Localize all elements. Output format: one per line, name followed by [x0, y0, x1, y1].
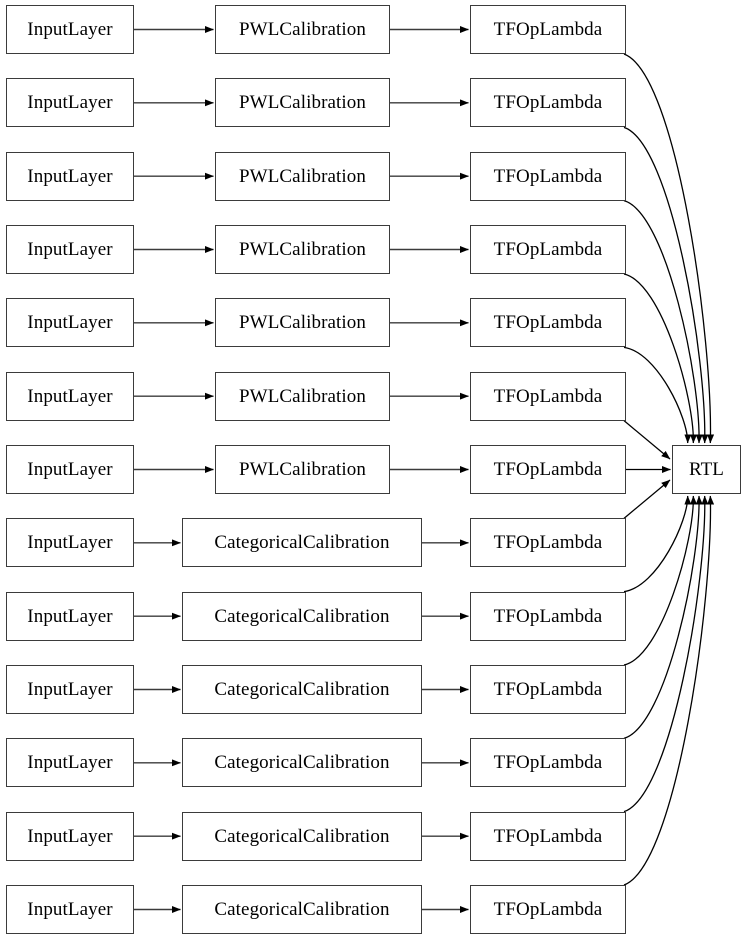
input-layer-node-label: InputLayer	[27, 92, 113, 114]
tf-op-lambda-node-label: TFOpLambda	[493, 605, 603, 627]
pwl-calibration-node-label: PWLCalibration	[239, 92, 366, 114]
categorical-calibration-node-label: CategoricalCalibration	[214, 899, 390, 920]
pwl-calibration-node-label: PWLCalibration	[239, 385, 366, 407]
pwl-calibration-node-label: PWLCalibration	[239, 312, 366, 334]
tf-op-lambda-node[interactable]: TFOpLambda	[470, 225, 626, 274]
input-layer-node-label: InputLayer	[27, 19, 113, 40]
input-layer-node[interactable]: InputLayer	[6, 78, 134, 128]
pwl-calibration-node[interactable]: PWLCalibration	[215, 225, 390, 274]
categorical-calibration-node[interactable]: CategoricalCalibration	[182, 885, 422, 934]
pwl-calibration-node[interactable]: PWLCalibration	[215, 151, 390, 201]
tf-op-lambda-node-label: TFOpLambda	[493, 312, 603, 334]
categorical-calibration-node-label: CategoricalCalibration	[214, 752, 390, 774]
categorical-calibration-node-label: CategoricalCalibration	[214, 605, 390, 627]
tf-op-lambda-node[interactable]: TFOpLambda	[470, 885, 626, 934]
pwl-calibration-node[interactable]: PWLCalibration	[215, 298, 390, 348]
categorical-calibration-node[interactable]: CategoricalCalibration	[182, 518, 422, 568]
tf-op-lambda-node-label: TFOpLambda	[493, 825, 603, 847]
edge-lambda-to-rtl	[623, 495, 698, 666]
categorical-calibration-node[interactable]: CategoricalCalibration	[182, 665, 422, 714]
tf-op-lambda-node[interactable]: TFOpLambda	[470, 665, 626, 714]
tf-op-lambda-node[interactable]: TFOpLambda	[470, 298, 626, 348]
edge-lambda-to-rtl	[623, 495, 709, 813]
tf-op-lambda-node[interactable]: TFOpLambda	[470, 445, 626, 494]
edge-lambda-to-rtl	[623, 420, 671, 460]
tf-op-lambda-node-label: TFOpLambda	[493, 385, 603, 407]
input-layer-node[interactable]: InputLayer	[6, 371, 134, 421]
input-layer-node[interactable]: InputLayer	[6, 591, 134, 641]
categorical-calibration-node-label: CategoricalCalibration	[214, 532, 390, 554]
edge-lambda-to-rtl	[623, 200, 703, 444]
pwl-calibration-node-label: PWLCalibration	[239, 165, 366, 187]
edge-lambda-to-rtl	[623, 126, 709, 444]
input-layer-node-label: InputLayer	[27, 605, 113, 627]
tf-op-lambda-node-label: TFOpLambda	[493, 459, 603, 480]
categorical-calibration-node[interactable]: CategoricalCalibration	[182, 738, 422, 788]
input-layer-node[interactable]: InputLayer	[6, 738, 134, 788]
tf-op-lambda-node[interactable]: TFOpLambda	[470, 78, 626, 128]
input-layer-node[interactable]: InputLayer	[6, 811, 134, 861]
input-layer-node-label: InputLayer	[27, 239, 113, 260]
rtl-node-label: RTL	[688, 459, 725, 480]
tf-op-lambda-node[interactable]: TFOpLambda	[470, 371, 626, 421]
tf-op-lambda-node-label: TFOpLambda	[493, 899, 603, 920]
categorical-calibration-node-label: CategoricalCalibration	[214, 825, 390, 847]
pwl-calibration-node-label: PWLCalibration	[239, 19, 366, 40]
tf-op-lambda-node-label: TFOpLambda	[493, 532, 603, 554]
categorical-calibration-node-label: CategoricalCalibration	[214, 679, 390, 700]
tf-op-lambda-node-label: TFOpLambda	[493, 19, 603, 40]
input-layer-node[interactable]: InputLayer	[6, 445, 134, 494]
input-layer-node-label: InputLayer	[27, 312, 113, 334]
input-layer-node[interactable]: InputLayer	[6, 885, 134, 934]
edge-lambda-to-rtl	[623, 273, 698, 444]
edge-lambda-to-rtl	[623, 479, 671, 519]
input-layer-node-label: InputLayer	[27, 825, 113, 847]
input-layer-node[interactable]: InputLayer	[6, 518, 134, 568]
tf-op-lambda-node-label: TFOpLambda	[493, 752, 603, 774]
categorical-calibration-node[interactable]: CategoricalCalibration	[182, 591, 422, 641]
input-layer-node-label: InputLayer	[27, 899, 113, 920]
input-layer-node[interactable]: InputLayer	[6, 5, 134, 54]
pwl-calibration-node[interactable]: PWLCalibration	[215, 445, 390, 494]
input-layer-node[interactable]: InputLayer	[6, 151, 134, 201]
pwl-calibration-node[interactable]: PWLCalibration	[215, 371, 390, 421]
pwl-calibration-node[interactable]: PWLCalibration	[215, 5, 390, 54]
tf-op-lambda-node[interactable]: TFOpLambda	[470, 151, 626, 201]
input-layer-node-label: InputLayer	[27, 459, 113, 480]
input-layer-node-label: InputLayer	[27, 385, 113, 407]
rtl-node[interactable]: RTL	[672, 445, 741, 494]
input-layer-node[interactable]: InputLayer	[6, 665, 134, 714]
tf-op-lambda-node[interactable]: TFOpLambda	[470, 738, 626, 788]
pwl-calibration-node[interactable]: PWLCalibration	[215, 78, 390, 128]
tf-op-lambda-node-label: TFOpLambda	[493, 239, 603, 260]
input-layer-node[interactable]: InputLayer	[6, 225, 134, 274]
tf-op-lambda-node-label: TFOpLambda	[493, 679, 603, 700]
pwl-calibration-node-label: PWLCalibration	[239, 459, 366, 480]
edge-lambda-to-rtl	[623, 495, 715, 886]
input-layer-node-label: InputLayer	[27, 165, 113, 187]
input-layer-node-label: InputLayer	[27, 532, 113, 554]
tf-op-lambda-node[interactable]: TFOpLambda	[470, 811, 626, 861]
input-layer-node[interactable]: InputLayer	[6, 298, 134, 348]
tf-op-lambda-node[interactable]: TFOpLambda	[470, 518, 626, 568]
pwl-calibration-node-label: PWLCalibration	[239, 239, 366, 260]
tf-op-lambda-node[interactable]: TFOpLambda	[470, 5, 626, 54]
tf-op-lambda-node-label: TFOpLambda	[493, 165, 603, 187]
edge-lambda-to-rtl	[623, 53, 715, 444]
tf-op-lambda-node-label: TFOpLambda	[493, 92, 603, 114]
categorical-calibration-node[interactable]: CategoricalCalibration	[182, 811, 422, 861]
edge-lambda-to-rtl	[623, 495, 703, 739]
input-layer-node-label: InputLayer	[27, 679, 113, 700]
input-layer-node-label: InputLayer	[27, 752, 113, 774]
tf-op-lambda-node[interactable]: TFOpLambda	[470, 591, 626, 641]
edge-lambda-to-rtl	[623, 495, 692, 593]
edge-lambda-to-rtl	[623, 346, 692, 444]
